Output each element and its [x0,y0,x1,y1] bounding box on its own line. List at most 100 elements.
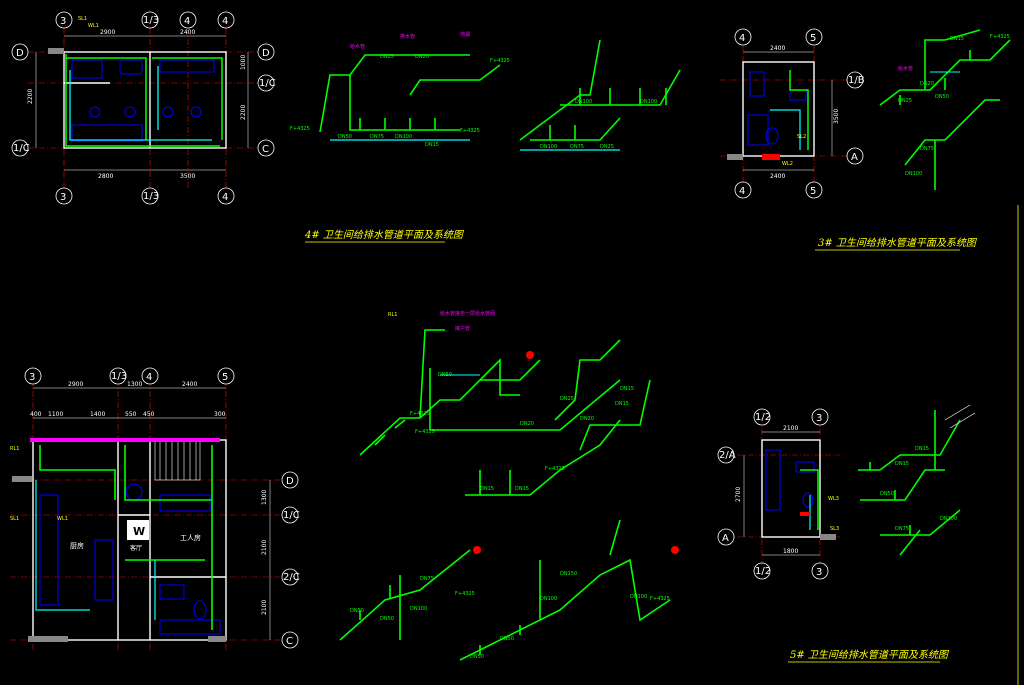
tag-sl3: SL3 [830,526,839,532]
dimL-top-c: 2400 [182,381,197,388]
dimL-top-a: 2900 [68,381,83,388]
dim-bot-b: 3500 [180,173,195,180]
room-hall: 客厅 [130,544,142,552]
svg-text:地漏: 地漏 [460,31,470,38]
system-diagram-center: 给水管接自一层给水管网 接户管 RL1 DN50 F+4325 F+4325 D… [359,310,679,554]
dim3-top: 2400 [770,45,785,52]
lblC-dn20b: DN20 [580,416,594,422]
axis5-1-2-top: 1/2 [755,412,771,423]
lbl5-dn100: DN100 [940,516,957,522]
axis-d-right: D [262,48,270,59]
lblD-dn50c: DN50 [470,654,484,660]
axis3-5-top: 5 [810,33,816,44]
tag-wl1-lower: WL1 [57,516,68,522]
system-diagram-3: DN15 DN20 DN25 DN50 DN75 DN100 F+4325 给水… [879,29,1011,190]
lbl-dn75-b: DN75 [570,144,584,150]
lblD-dn100b: DN100 [540,596,557,602]
axisL-1c: 1/C [283,510,300,521]
lblD-dn50: DN50 [350,608,364,614]
lbl-dn100-d: DN100 [540,144,557,150]
lbl-lvl-a: F+4325 [490,58,510,64]
system-diagram-4: 给水管 排水管 地漏 F+4325 F+4325 F+4325 DN25 DN2… [290,31,681,151]
lbl-dn25-a: DN25 [380,54,394,60]
axisL-5: 5 [222,372,228,383]
lbl-dn25-b: DN25 [600,144,614,150]
axisL-3: 3 [29,372,35,383]
washer-label: W [133,525,145,538]
dimL-top-b: 1300 [127,381,142,388]
tagC-rl1: RL1 [388,312,397,318]
axis-d-left: D [16,48,24,59]
lbl5-dn15: DN15 [895,461,909,467]
lbl5-dn75: DN75 [895,526,909,532]
plan-5-bathroom: WL3 SL3 2100 1800 2700 1/2 3 1/2 3 2/A A [717,408,840,580]
dimL-sub-e: 450 [143,411,155,418]
dim5-top: 2100 [783,425,798,432]
svg-text:接户管: 接户管 [455,325,470,332]
plan-4-bathroom: SL1 WL1 2900 2400 2800 3500 2200 1000 22… [11,11,276,205]
dimL-sub-f: 300 [214,411,226,418]
lbl3-lvl: F+4325 [990,34,1010,40]
lblC-dn15: DN15 [615,401,629,407]
title-5: 5# 卫生间给排水管道平面及系统图 [788,649,950,663]
tag-wl2: WL2 [782,161,793,167]
lbl3-dn75: DN75 [920,146,934,152]
axis-3-bot: 3 [60,192,66,203]
axis5-a: A [722,533,729,544]
axis3-4-bot: 4 [739,186,745,197]
title-3-text: 3# 卫生间给排水管道平面及系统图 [818,237,978,249]
lbl3-dn25: DN25 [898,98,912,104]
axis5-3-top: 3 [816,413,822,424]
lblC-dn15c: DN15 [515,486,529,492]
dimL-sub-b: 1100 [48,411,63,418]
lblD-dn100: DN100 [410,606,427,612]
axis5-3-bot: 3 [816,567,822,578]
axis5-1-2-bot: 1/2 [755,566,771,577]
axisL-1-3: 1/3 [111,371,127,382]
lbl-dn100-b: DN100 [575,99,592,105]
lblD-dn75: DN75 [420,576,434,582]
room-worker: 工人房 [180,533,201,542]
axisL-c: C [286,636,293,647]
dimL-right-c: 2100 [261,600,268,615]
lblD-dn150: DN150 [560,571,577,577]
tag-wl1: WL1 [88,23,99,29]
axis-4b-top: 4 [222,16,228,27]
tag-rl1: RL1 [10,446,19,452]
lbl-dn50-a: DN50 [338,134,352,140]
lbl-dn20-a: DN20 [415,54,429,60]
axis-3-top: 3 [60,16,66,27]
lblD-dn50d: DN50 [500,636,514,642]
room-kitchen: 厨房 [70,541,84,550]
lblC-dn15d: DN15 [620,386,634,392]
tag-sl2: SL2 [797,134,806,140]
lblD-lvl: F+4325 [650,596,670,602]
axis-4-bot: 4 [222,192,228,203]
axis3-4-top: 4 [739,33,745,44]
lblC-dn15b: DN15 [480,486,494,492]
title-3: 3# 卫生间给排水管道平面及系统图 [815,237,978,251]
dim3-bot: 2400 [770,173,785,180]
svg-text:给水管: 给水管 [350,43,365,50]
axis-1c-right: 1/C [259,78,276,89]
dim-right-b: 2200 [240,105,247,120]
system-diagram-5: DN15 DN15 DN50 DN75 DN100 [858,404,976,556]
axisL-2c: 2/C [283,572,300,583]
lblD-lvl2: F+4325 [455,591,475,597]
lbl-lvl-c: F+4325 [460,128,480,134]
svg-text:给水管: 给水管 [898,65,913,72]
lbl5-dn15b: DN15 [915,446,929,452]
lblD-dn100c: DN100 [630,594,647,600]
plan-kitchen-bath: W RL1 SL1 WL1 厨房 工人房 客厅 2900 1300 2400 4… [10,367,300,650]
dimL-right-b: 2100 [261,540,268,555]
lbl3-dn50: DN50 [935,94,949,100]
lbl3-dn20: DN20 [920,81,934,87]
axis-4-top: 4 [184,16,190,27]
lblC-dn25: DN25 [560,396,574,402]
lbl-lvl-b: F+4325 [290,126,310,132]
lbl-dn15-a: DN15 [425,142,439,148]
tag-sl1: SL1 [78,16,87,22]
lbl5-dn50: DN50 [880,491,894,497]
dim5-left: 2700 [735,487,742,502]
